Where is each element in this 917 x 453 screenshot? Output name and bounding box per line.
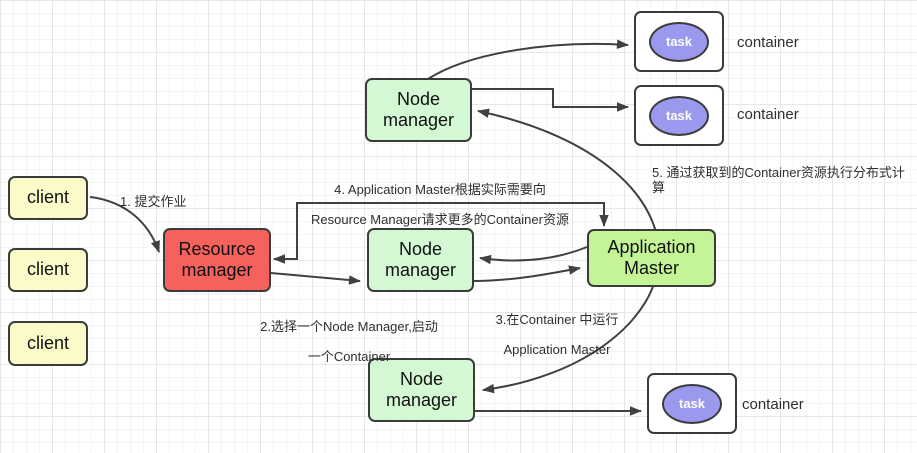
container-label-1: container (737, 34, 799, 51)
arrow-node-manager-top-to-container-2 (472, 88, 629, 112)
node-manager-node-bottom: Node manager (368, 358, 475, 422)
annotation-step-3-line-1: 3.在Container 中运行 (495, 312, 619, 327)
task-oval-2: task (649, 95, 709, 136)
arrow-application-master-to-node-manager-mid (479, 246, 588, 265)
annotation-step-1: 1. 提交作业 (120, 194, 187, 209)
annotation-step-2-line-2: 一个Container (307, 349, 391, 364)
annotation-step-3: 3.在Container 中运行 Application Master (481, 297, 633, 357)
container-node-2: task (634, 85, 724, 146)
container-node-3: task (647, 373, 737, 434)
application-master-node: Application Master (587, 229, 716, 287)
client-node-3: client (8, 321, 88, 366)
client-node-1: client (8, 176, 88, 220)
node-manager-node-top: Node manager (365, 78, 472, 142)
annotation-step-2-line-1: 2.选择一个Node Manager,启动 (260, 319, 438, 334)
task-oval-3: task (662, 383, 722, 424)
arrow-resource-manager-to-node-manager-mid (270, 272, 361, 285)
annotation-step-3-line-2: Application Master (503, 342, 611, 357)
arrow-node-manager-top-to-container-1 (427, 39, 629, 80)
node-manager-node-mid: Node manager (367, 228, 474, 292)
container-node-1: task (634, 11, 724, 72)
task-oval-1: task (649, 21, 709, 62)
annotation-step-4-line-1: 4. Application Master根据实际需要向 (334, 182, 546, 197)
annotation-step-2: 2.选择一个Node Manager,启动 一个Container (238, 304, 460, 364)
container-label-2: container (737, 106, 799, 123)
arrow-node-manager-mid-to-application-master (473, 265, 581, 282)
container-label-3: container (742, 396, 804, 413)
resource-manager-node: Resource manager (163, 228, 271, 292)
annotation-step-4: 4. Application Master根据实际需要向 Resource Ma… (295, 167, 585, 227)
annotation-step-4-line-2: Resource Manager请求更多的Container资源 (311, 212, 569, 227)
client-node-2: client (8, 248, 88, 292)
annotation-step-5: 5. 通过获取到的Container资源执行分布式计算 (652, 165, 905, 195)
